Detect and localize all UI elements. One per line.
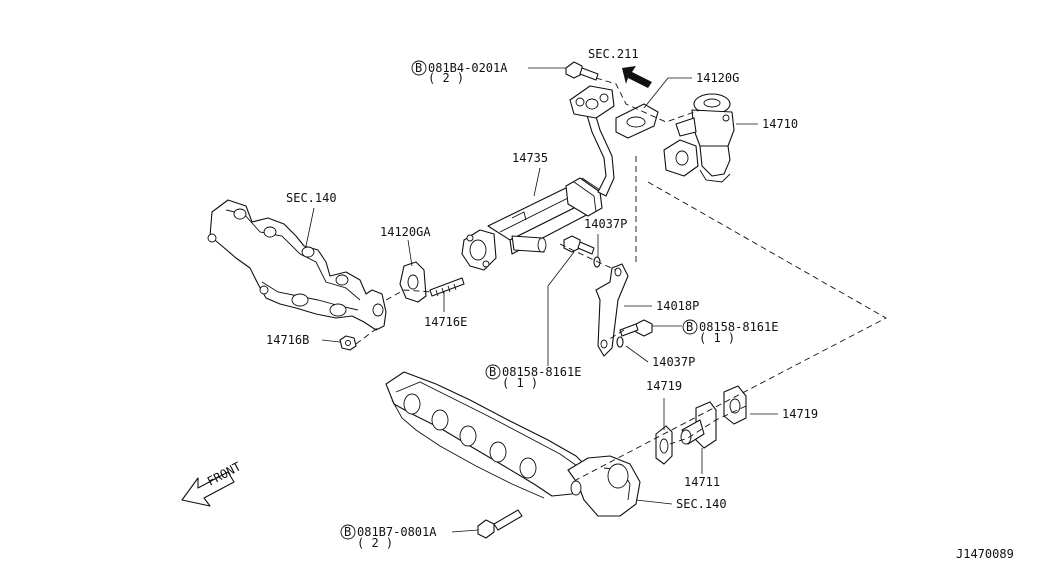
leader-lines <box>305 67 778 533</box>
gasket-14719-left <box>655 425 673 465</box>
b-marker-mid: B <box>485 364 501 380</box>
bolt-08158-8161e-mid <box>563 235 595 255</box>
label-14037p-top: 14037P <box>584 217 627 231</box>
egr-cooler-14735 <box>461 85 615 271</box>
label-sec140-top: SEC.140 <box>286 191 337 205</box>
gasket-14120g <box>615 103 659 139</box>
b-marker-bottom: B <box>340 524 356 540</box>
label-bolt-top: 081B4-0201A <box>428 61 508 75</box>
svg-text:B: B <box>415 61 422 75</box>
label-bolt-top-qty: ( 2 ) <box>428 71 464 85</box>
label-14018p: 14018P <box>656 299 699 313</box>
svg-text:B: B <box>489 365 496 379</box>
exhaust-manifold <box>207 199 387 331</box>
label-bolt-mid: 08158-8161E <box>502 365 581 379</box>
intake-manifold <box>385 371 641 517</box>
label-14120ga: 14120GA <box>380 225 431 239</box>
bracket-14018p <box>595 263 629 357</box>
label-bolt-right-qty: ( 1 ) <box>699 331 735 345</box>
nut-14716b <box>339 335 357 351</box>
label-bolt-bottom-qty: ( 2 ) <box>357 536 393 550</box>
label-bolt-bottom: 081B7-0801A <box>357 525 437 539</box>
label-14719-right: 14719 <box>782 407 818 421</box>
bolt-081b7-0801a <box>477 509 523 539</box>
svg-text:B: B <box>344 525 351 539</box>
label-14716b: 14716B <box>266 333 309 347</box>
stud-14716e <box>429 277 465 297</box>
label-14710: 14710 <box>762 117 798 131</box>
label-14716e: 14716E <box>424 315 467 329</box>
svg-text:B: B <box>686 320 693 334</box>
egr-valve-14710 <box>663 93 735 183</box>
washer-14037p-bottom <box>616 336 624 348</box>
label-sec140-bottom: SEC.140 <box>676 497 727 511</box>
b-marker-top: B <box>411 60 427 76</box>
label-sec211: SEC.211 <box>588 47 639 61</box>
bolt-08158-8161e-right <box>619 319 653 337</box>
label-14120g: 14120G <box>696 71 739 85</box>
gasket-14120ga <box>399 261 427 303</box>
diagram-id: J1470089 <box>956 547 1014 561</box>
gasket-14719-right <box>723 385 747 425</box>
label-14037p-bottom: 14037P <box>652 355 695 369</box>
sec211-arrow <box>622 66 652 88</box>
bolt-081b4-0201a <box>565 61 599 81</box>
label-bolt-mid-qty: ( 1 ) <box>502 376 538 390</box>
label-14719-left: 14719 <box>646 379 682 393</box>
label-14735: 14735 <box>512 151 548 165</box>
label-bolt-right: 08158-8161E <box>699 320 778 334</box>
b-marker-right: B <box>682 319 698 335</box>
assembly-lines <box>355 77 887 481</box>
front-arrow-icon <box>181 471 235 507</box>
tube-14711 <box>680 401 717 449</box>
label-14711: 14711 <box>684 475 720 489</box>
